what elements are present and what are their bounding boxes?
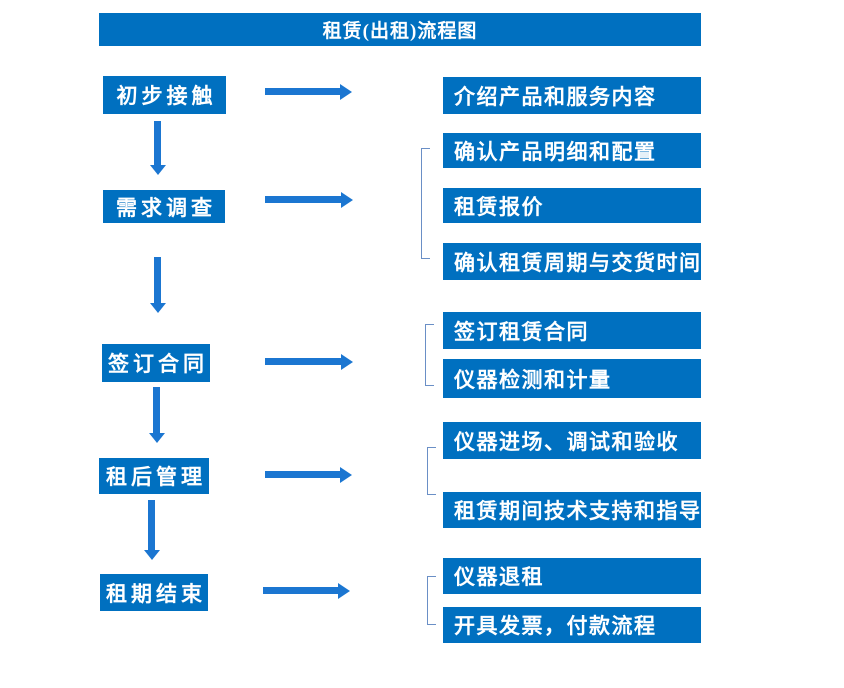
arrow-down-4	[148, 500, 155, 550]
bracket-group-4	[427, 576, 436, 625]
detail-box-confirm-rental-period-delivery: 确认租赁周期与交货时间	[443, 243, 701, 280]
arrow-right-5	[263, 587, 338, 594]
arrow-down-3	[153, 387, 160, 433]
step-box-post-rental-management: 租后管理	[99, 458, 209, 494]
step-box-contract-signing: 签订合同	[102, 344, 210, 382]
bracket-group-1	[421, 148, 430, 259]
arrow-down-1	[154, 121, 161, 165]
detail-box-confirm-product-details-config: 确认产品明细和配置	[443, 133, 701, 168]
step-box-initial-contact: 初步接触	[103, 76, 226, 114]
detail-box-rental-tech-support-guidance: 租赁期间技术支持和指导	[443, 492, 701, 528]
step-box-demand-survey: 需求调查	[103, 190, 225, 223]
arrow-down-2	[154, 257, 161, 303]
flowchart-title-bar: 租赁(出租)流程图	[99, 13, 701, 46]
detail-box-instrument-entry-debug-acceptance: 仪器进场、调试和验收	[443, 422, 701, 459]
detail-box-instrument-return: 仪器退租	[443, 558, 701, 594]
detail-box-sign-rental-contract: 签订租赁合同	[443, 312, 701, 349]
arrow-right-3	[265, 358, 341, 365]
arrow-right-2	[265, 196, 341, 203]
arrow-right-4	[265, 471, 340, 478]
detail-box-invoice-payment-process: 开具发票，付款流程	[443, 607, 701, 643]
detail-box-rental-quote: 租赁报价	[443, 188, 701, 223]
flowchart-title: 租赁(出租)流程图	[322, 21, 478, 42]
bracket-group-2	[425, 324, 434, 386]
detail-box-intro-products-services: 介绍产品和服务内容	[443, 77, 701, 114]
arrow-right-1	[265, 88, 340, 95]
step-box-rental-period-end: 租期结束	[100, 574, 208, 611]
detail-box-instrument-inspection-calibration: 仪器检测和计量	[443, 359, 701, 398]
bracket-group-3	[427, 447, 436, 495]
